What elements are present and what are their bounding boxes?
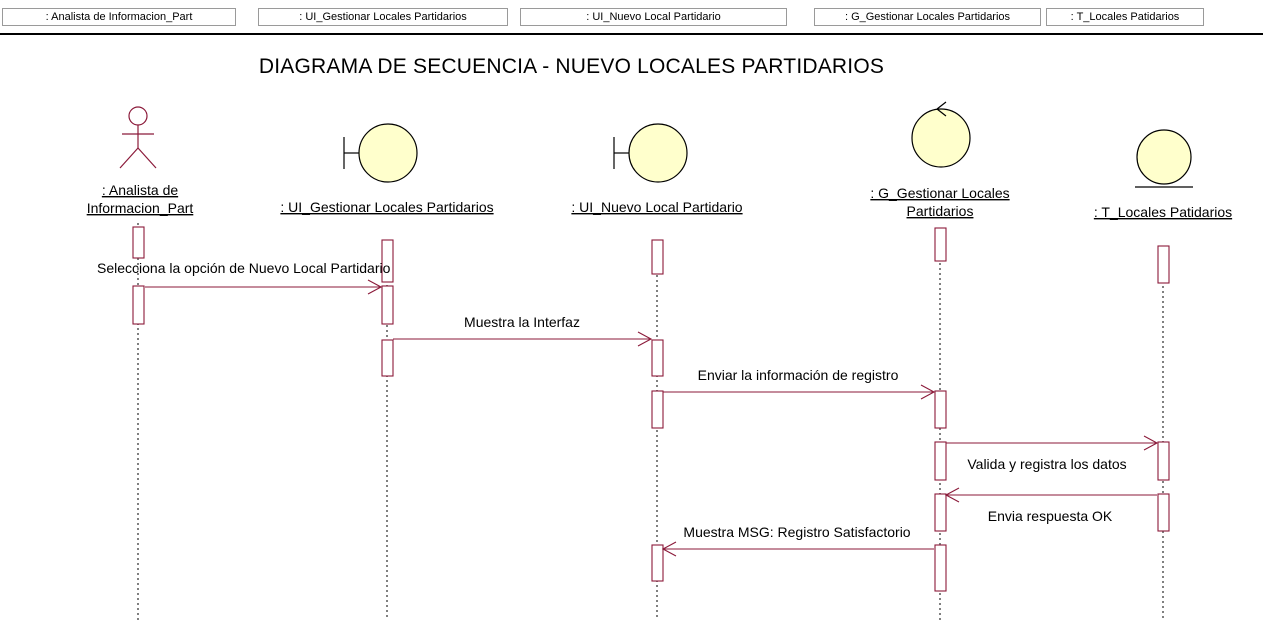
activation-box — [651, 544, 664, 582]
message-arrowhead — [637, 331, 653, 347]
diagram-title: DIAGRAMA DE SECUENCIA - NUEVO LOCALES PA… — [0, 55, 1263, 79]
lifeline-object-0: : Analista de Informacion_Part — [87, 106, 194, 216]
header-cell-ui-nuevo[interactable]: : UI_Nuevo Local Partidario — [520, 8, 787, 26]
activation-box — [381, 339, 394, 377]
message-arrowhead — [944, 487, 960, 503]
boundary-icon — [343, 123, 418, 183]
actor-right-leg — [137, 147, 157, 169]
message-3: Valida y registra los datos — [946, 435, 1159, 472]
actor-left-leg — [119, 147, 139, 169]
object-label: : UI_Gestionar Locales Partidarios — [280, 199, 493, 215]
object-label: : UI_Nuevo Local Partidario — [571, 199, 742, 215]
entity-circle — [1136, 129, 1192, 185]
object-label: : Analista de — [102, 182, 178, 198]
activation-box — [934, 441, 947, 481]
message-label: Envia respuesta OK — [988, 508, 1113, 524]
control-arrowhead — [936, 101, 947, 117]
message-label: Muestra MSG: Registro Satisfactorio — [683, 524, 910, 540]
object-label: : G_Gestionar Locales — [870, 185, 1009, 201]
object-label: Informacion_Part — [87, 200, 194, 216]
activation-box — [934, 227, 947, 262]
control-circle — [911, 108, 971, 168]
boundary-circle — [358, 123, 418, 183]
header-cell-t-locales[interactable]: : T_Locales Patidarios — [1046, 8, 1204, 26]
lifeline-object-2: : UI_Nuevo Local Partidario — [571, 123, 743, 215]
header-cell-g-gestionar[interactable]: : G_Gestionar Locales Partidarios — [814, 8, 1041, 26]
message-1: Muestra la Interfaz — [393, 314, 653, 347]
message-2: Enviar la información de registro — [663, 367, 936, 400]
activation-box — [1157, 493, 1170, 532]
activation-box — [934, 390, 947, 429]
activation-box — [132, 226, 145, 259]
header-cell-analista[interactable]: : Analista de Informacion_Part — [2, 8, 236, 26]
activation-box — [934, 544, 947, 592]
activation-box — [1157, 245, 1170, 284]
header-bar: : Analista de Informacion_Part : UI_Gest… — [0, 0, 1263, 38]
message-arrowhead — [920, 384, 936, 400]
activation-box — [934, 493, 947, 532]
activation-box — [132, 285, 145, 325]
lifeline-object-4: : T_Locales Patidarios — [1094, 129, 1232, 220]
entity-icon — [1135, 129, 1193, 188]
activation-box — [381, 285, 394, 325]
activation-box — [651, 339, 664, 377]
activation-box — [651, 390, 664, 429]
activation-box — [651, 239, 664, 275]
message-label: Muestra la Interfaz — [464, 314, 580, 330]
message-label: Enviar la información de registro — [698, 367, 899, 383]
actor-icon — [119, 106, 157, 169]
message-arrowhead — [1143, 435, 1159, 451]
message-5: Muestra MSG: Registro Satisfactorio — [661, 524, 934, 557]
lifeline-object-1: : UI_Gestionar Locales Partidarios — [280, 123, 494, 215]
message-label: Selecciona la opción de Nuevo Local Part… — [97, 260, 391, 276]
boundary-circle — [628, 123, 688, 183]
object-label: : T_Locales Patidarios — [1094, 204, 1232, 220]
message-arrowhead — [367, 279, 383, 295]
activation-box — [381, 239, 394, 283]
activation-box — [1157, 441, 1170, 481]
diagram-title-text: DIAGRAMA DE SECUENCIA - NUEVO LOCALES PA… — [258, 55, 885, 78]
boundary-icon — [613, 123, 688, 183]
header-cell-ui-gestionar[interactable]: : UI_Gestionar Locales Partidarios — [258, 8, 508, 26]
message-0: Selecciona la opción de Nuevo Local Part… — [97, 260, 391, 295]
object-label: Partidarios — [907, 203, 974, 219]
actor-head — [128, 106, 148, 126]
control-icon — [911, 101, 971, 168]
message-arrowhead — [661, 541, 677, 557]
header-underline — [0, 33, 1263, 35]
message-label: Valida y registra los datos — [967, 456, 1126, 472]
message-4: Envia respuesta OK — [944, 487, 1157, 524]
